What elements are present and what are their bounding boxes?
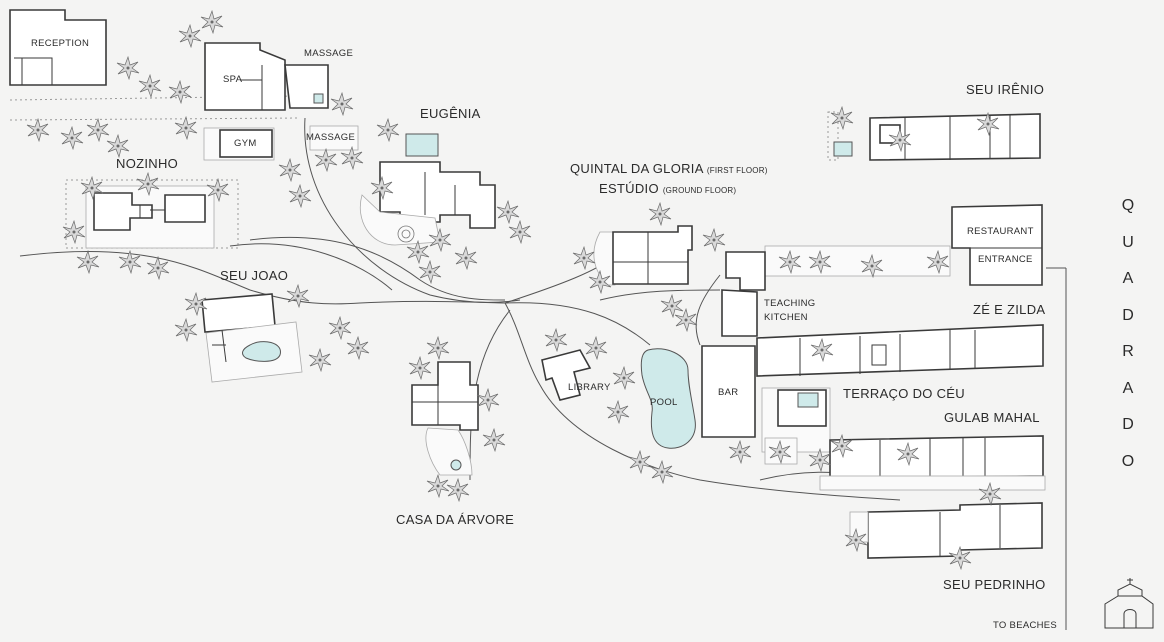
- seu-pedrinho-label: SEU PEDRINHO: [943, 577, 1046, 592]
- seu-irenio-label: SEU IRÊNIO: [966, 82, 1045, 97]
- to-beaches-label: TO BEACHES: [993, 620, 1058, 631]
- entrance-label: ENTRANCE: [978, 254, 1033, 265]
- church-icon: [1104, 578, 1154, 629]
- massage-mid-label: MASSAGE: [306, 132, 356, 143]
- estudio-label: ESTÚDIO (GROUND FLOOR): [599, 181, 736, 196]
- pool-label: POOL: [650, 397, 678, 408]
- nozinho-label: NOZINHO: [116, 156, 179, 171]
- restaurant-label: RESTAURANT: [967, 226, 1034, 237]
- seu-joao-house[interactable]: [201, 293, 303, 383]
- bar-label: BAR: [718, 387, 739, 398]
- library-label: LIBRARY: [568, 382, 611, 393]
- massage-top-label: MASSAGE: [304, 48, 354, 59]
- terraco-label: TERRAÇO DO CÉU: [843, 386, 965, 401]
- reception-label: RECEPTION: [31, 38, 90, 49]
- seu-pedrinho-house[interactable]: [849, 502, 1043, 559]
- reception-building[interactable]: [9, 9, 107, 86]
- gulab-mahal-label: GULAB MAHAL: [944, 410, 1040, 425]
- seu-joao-label: SEU JOAO: [220, 268, 289, 283]
- teaching-label-line2: KITCHEN: [764, 312, 808, 323]
- seu-irenio-house[interactable]: [833, 113, 1041, 161]
- massage-mid-building[interactable]: [309, 125, 359, 151]
- quintal-estudio-house[interactable]: [593, 225, 693, 286]
- bar-building[interactable]: [701, 345, 756, 438]
- eugenia-label: EUGÊNIA: [420, 106, 481, 121]
- ze-e-zilda-house[interactable]: [756, 324, 1044, 377]
- library-building[interactable]: [541, 349, 592, 401]
- spa-building[interactable]: [204, 42, 329, 111]
- gym-label: GYM: [234, 138, 257, 149]
- quintal-floor: (FIRST FLOOR): [706, 166, 768, 175]
- restaurant-building[interactable]: [725, 204, 1043, 291]
- estudio-name: ESTÚDIO: [599, 181, 659, 196]
- ze-e-zilda-label: ZÉ E ZILDA: [973, 302, 1046, 317]
- teaching-kitchen-building[interactable]: [721, 289, 758, 337]
- quintal-name: QUINTAL DA GLORIA: [570, 161, 703, 176]
- gym-building[interactable]: [203, 127, 275, 161]
- estudio-floor: (GROUND FLOOR): [662, 186, 737, 195]
- terraco-do-ceu-house[interactable]: [761, 387, 831, 465]
- casa-da-arvore-house[interactable]: [411, 361, 479, 476]
- nozinho-house[interactable]: [85, 185, 215, 249]
- casa-da-arvore-label: CASA DA ÁRVORE: [396, 512, 515, 527]
- eugenia-house[interactable]: [360, 133, 496, 246]
- pool[interactable]: [640, 348, 696, 449]
- teaching-label-line1: TEACHING: [764, 298, 816, 309]
- quintal-label: QUINTAL DA GLORIA (FIRST FLOOR): [570, 161, 768, 176]
- spa-label: SPA: [223, 74, 243, 85]
- gulab-mahal-house[interactable]: [819, 435, 1046, 491]
